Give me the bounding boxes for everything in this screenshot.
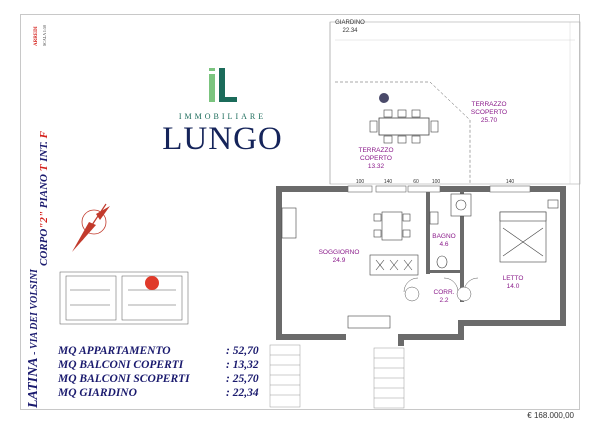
summary-row-appartamento: MQ APPARTAMENTO : 52,70 <box>58 344 303 358</box>
terrazzo-coperto-name2: COPERTO <box>360 155 392 162</box>
opening-1: 100 <box>356 179 365 185</box>
letto-area: 14.0 <box>507 283 520 290</box>
summary-row-balconi-scoperti: MQ BALCONI SCOPERTI : 25,70 <box>58 372 303 386</box>
terrazzo-scoperto-area: 25.70 <box>481 117 498 124</box>
summary-value: : 52,70 <box>226 345 259 357</box>
terrazzo-scoperto-name2: SCOPERTO <box>471 109 507 116</box>
bagno-area: 4.6 <box>439 241 448 248</box>
summary-value: : 22,34 <box>226 387 259 399</box>
opening-5: 140 <box>506 179 515 185</box>
soggiorno-name: SOGGIORNO <box>319 249 360 256</box>
summary-value: : 13,32 <box>226 359 259 371</box>
bed <box>499 199 559 263</box>
exterior-walls <box>276 186 566 346</box>
living-furniture <box>281 207 419 329</box>
sheet-border <box>20 14 580 410</box>
terrace-boundary <box>335 81 471 184</box>
windows <box>347 185 531 193</box>
summary-row-balconi-coperti: MQ BALCONI COPERTI : 13,32 <box>58 358 303 372</box>
opening-4: 100 <box>432 179 441 185</box>
terrace-table <box>369 109 439 144</box>
giardino-name: GIARDINO <box>335 20 365 26</box>
corr-name: CORR. <box>434 289 455 296</box>
north-arrow-icon <box>72 203 110 252</box>
terrazzo-coperto-area: 13.32 <box>368 163 385 170</box>
summary-label: MQ BALCONI COPERTI <box>58 359 184 371</box>
logo: IMMOBILIARE LUNGO <box>160 62 285 157</box>
summary-row-giardino: MQ GIARDINO : 22,34 <box>58 386 303 400</box>
giardino-area: 22.34 <box>342 28 358 34</box>
summary-value: : 25,70 <box>226 373 259 385</box>
opening-3: 60 <box>413 179 419 185</box>
key-plan <box>59 271 189 325</box>
opening-2: 140 <box>384 179 393 185</box>
plant-icon <box>379 93 389 103</box>
bagno-name: BAGNO <box>432 233 455 240</box>
stairs <box>269 344 405 409</box>
logo-mark <box>209 68 237 102</box>
corr-area: 2.2 <box>439 297 448 304</box>
terrazzo-coperto-name1: TERRAZZO <box>358 147 393 154</box>
summary-label: MQ GIARDINO <box>58 387 137 399</box>
summary-label: MQ BALCONI SCOPERTI <box>58 373 190 385</box>
summary-label: MQ APPARTAMENTO <box>58 345 171 357</box>
area-summary: MQ APPARTAMENTO : 52,70 MQ BALCONI COPER… <box>58 344 303 400</box>
bathroom-fixtures <box>429 193 472 269</box>
terrazzo-scoperto-name1: TERRAZZO <box>471 101 506 108</box>
letto-name: LETTO <box>503 275 524 282</box>
price: € 168.000,00 <box>527 411 574 420</box>
logo-name: LUNGO <box>162 121 283 157</box>
soggiorno-area: 24.9 <box>333 257 346 264</box>
logo-tagline: IMMOBILIARE <box>178 112 267 121</box>
